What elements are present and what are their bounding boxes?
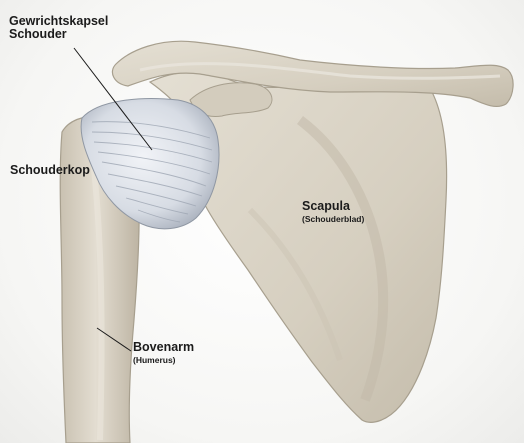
upper-arm-label: Bovenarm (Humerus) [133, 341, 194, 365]
upper-arm-text: Bovenarm [133, 341, 194, 354]
capsule-label-line2: Schouder [9, 28, 108, 41]
capsule-label: Gewrichtskapsel Schouder [9, 15, 108, 41]
upper-arm-subtext: (Humerus) [133, 356, 194, 365]
scapula-label: Scapula (Schouderblad) [302, 200, 364, 224]
humeral-head-label: Schouderkop [10, 164, 90, 177]
humeral-head-text: Schouderkop [10, 164, 90, 177]
scapula-text: Scapula [302, 200, 364, 213]
scapula-subtext: (Schouderblad) [302, 215, 364, 224]
